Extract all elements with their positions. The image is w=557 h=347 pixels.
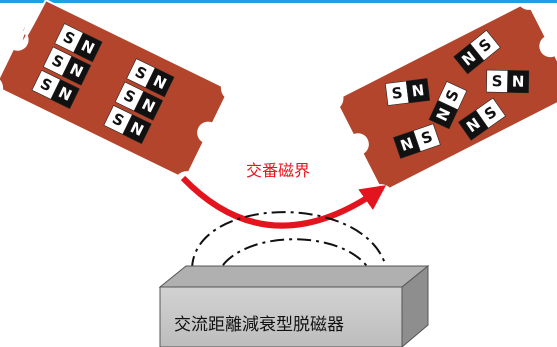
south-pole [437, 81, 468, 111]
north-pole [61, 55, 92, 86]
device-label: 交流距離減衰型脱磁器 [174, 315, 344, 335]
south-pole [412, 123, 441, 152]
north-pole [145, 67, 175, 98]
magnet-pair: NS [453, 29, 501, 75]
north-pole-label: N [398, 134, 416, 155]
south-pole [475, 97, 506, 129]
demagnetizer-device: 交流距離減衰型脱磁器 [158, 264, 430, 347]
field-arrow [180, 175, 387, 229]
top-rule [0, 0, 557, 3]
north-pole [122, 114, 152, 145]
magnet-pair: NS [428, 81, 468, 130]
device-front-face [159, 286, 403, 347]
north-pole-label: N [411, 81, 426, 100]
field-label: 交番磁界 [246, 161, 310, 180]
south-pole-label: S [492, 72, 503, 90]
field-line-outer [191, 211, 389, 283]
north-pole [507, 70, 530, 94]
south-pole [469, 29, 501, 62]
device-top-face [158, 265, 430, 288]
north-pole [133, 90, 164, 121]
magnet-pair: NS [458, 97, 506, 141]
south-pole-label: S [391, 84, 404, 103]
north-pole [405, 78, 431, 104]
north-pole [73, 32, 103, 63]
north-pole [50, 79, 80, 109]
north-pole-label: N [512, 72, 525, 90]
field-lines [191, 211, 389, 293]
left-plate-body [0, 0, 227, 178]
